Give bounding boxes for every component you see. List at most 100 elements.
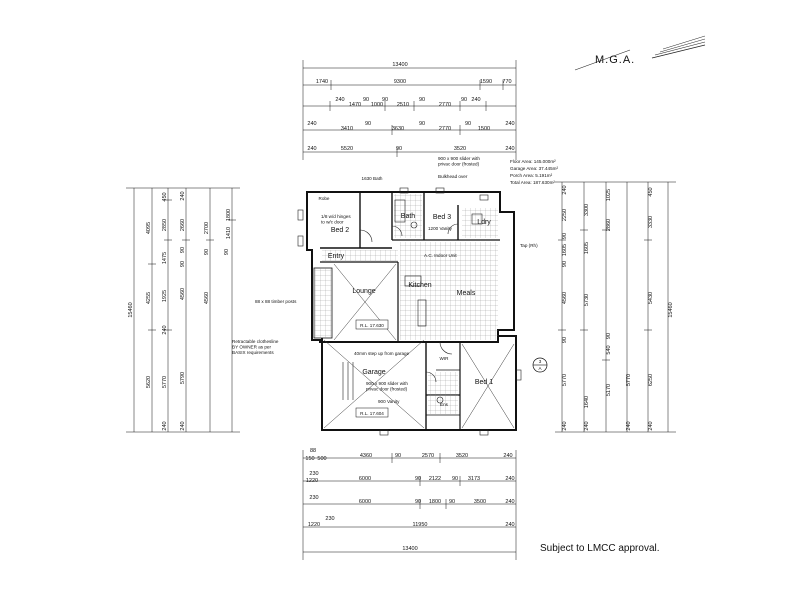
area-summary: Floor Area: 145.000m² Garage Area: 37.44…: [510, 159, 558, 185]
ensuite-toilet-icon: [436, 396, 444, 404]
note-timber-posts: 88 x 88 timber posts: [255, 299, 297, 304]
dim-bot-r4-3: 240: [505, 522, 514, 528]
room-kitchen: Kitchen: [408, 282, 431, 289]
dim-left-c3-6: 240: [180, 421, 186, 430]
dim-top-r3-2: 90: [365, 121, 371, 127]
dim-left-c4-2: 2700: [204, 222, 210, 234]
room-bed2: Bed 2: [331, 227, 349, 234]
room-labels: Bed 2 Bath Bed 3 Ldry Entry Lounge Kitch…: [319, 196, 494, 407]
window-marker-icon: [435, 187, 445, 194]
dim-right-c3-1: 2860: [606, 219, 612, 231]
note-vanity-1200: 1200 Vanity: [428, 226, 453, 231]
dim-right-c1-5: 4560: [562, 292, 568, 304]
room-wir: WIR: [440, 356, 450, 361]
note-bath-1630: 1630 Bath: [362, 176, 383, 181]
room-ldry: Ldry: [477, 219, 491, 226]
dim-left-c3-5: 5790: [180, 372, 186, 384]
window-marker-icon: [297, 209, 304, 221]
dim-bot-r1-5: 2570: [422, 453, 434, 459]
entry-tiles: [322, 250, 398, 262]
room-entry: Entry: [328, 253, 345, 260]
dim-bot-r1-6: 3520: [456, 453, 468, 459]
dim-bot-r2-3: 90: [415, 476, 421, 482]
note-rl-garage: R.L. 17.604: [360, 411, 384, 416]
dim-top-r2-2: 90: [363, 97, 369, 103]
window-marker-icon: [479, 194, 489, 201]
dim-top-r1-0: 1740: [316, 79, 328, 85]
dim-left-c4-4: 90: [224, 249, 230, 255]
dim-right-c3-5: 5770: [626, 374, 632, 386]
dim-top-r1-1: 9300: [394, 79, 406, 85]
top-dimensions: [302, 60, 517, 160]
dim-left-c1-0: 4095: [146, 222, 152, 234]
dim-right-c2-3: 1640: [584, 396, 590, 408]
dim-bot-r2-5: 90: [452, 476, 458, 482]
room-robe: Robe: [319, 196, 330, 201]
door-swing-icon: [439, 341, 453, 355]
dim-top-r1-2: 1590: [480, 79, 492, 85]
dim-bot-r3-5: 3500: [474, 499, 486, 505]
dim-left-c2-1: 2850: [162, 219, 168, 231]
dim-left-c4-0: 1800: [226, 209, 232, 221]
dim-right-c1-3: 1605: [562, 244, 568, 256]
dim-bot-r2-1: 1220: [306, 478, 318, 484]
dim-bot-r1-0: 88: [310, 448, 316, 454]
door-swing-icon: [359, 229, 373, 243]
dim-left-c2-2: 1475: [162, 252, 168, 264]
dim-left-c4-1: 1410: [226, 227, 232, 239]
note-rl-lounge: R.L. 17.630: [360, 323, 384, 328]
dim-right-c1-2: 90: [562, 233, 568, 239]
dim-top-r2-7: 2770: [439, 102, 451, 108]
note-step-down: 40mm step up from garage: [354, 351, 410, 356]
room-bed3: Bed 3: [433, 214, 451, 221]
north-indicator: M.G.A.: [574, 35, 706, 71]
dim-overall-bottom: 13400: [402, 546, 417, 552]
dim-left-c2-4: 240: [162, 325, 168, 334]
room-bath: Bath: [401, 213, 416, 220]
kitchen-meals-tiles: [400, 242, 498, 340]
fixtures: [297, 187, 522, 436]
bottom-dimensions: [302, 450, 517, 560]
dim-top-r2-0: 240: [335, 97, 344, 103]
right-dimensions: [555, 181, 676, 433]
dim-right-overall: 15460: [668, 302, 674, 317]
dim-top-r2-6: 90: [419, 97, 425, 103]
dim-right-c4-0: 450: [648, 187, 654, 196]
north-label: M.G.A.: [595, 54, 635, 66]
dim-right-c2-2: 5730: [584, 294, 590, 306]
dim-top-r3-0: 240: [307, 121, 316, 127]
dim-overall-top: 13400: [392, 62, 407, 68]
dim-right-c1-1: 2250: [562, 209, 568, 221]
porch-tiles: [314, 268, 332, 338]
section-number: 3: [539, 359, 542, 364]
dim-left-c2-6: 240: [162, 421, 168, 430]
dim-right-c4-2: 5430: [648, 292, 654, 304]
note-tap: Tap (Rh): [520, 243, 538, 248]
door-swing-icon: [447, 223, 459, 235]
dim-top-r4-1: 5520: [341, 146, 353, 152]
dim-top-r3-3: 3630: [392, 126, 404, 132]
area-total: Total Area: 187.630m²: [510, 180, 555, 185]
window-marker-icon: [379, 429, 389, 436]
dim-top-r3-5: 2770: [439, 126, 451, 132]
approval-note: Subject to LMCC approval.: [540, 543, 660, 554]
sink-icon: [417, 299, 427, 327]
dim-bot-r1-3: 4360: [360, 453, 372, 459]
dim-right-c3-4: 5170: [606, 384, 612, 396]
dim-bot-r3-0: 230: [309, 495, 318, 501]
dim-top-r4-0: 240: [307, 146, 316, 152]
dim-top-r2-4: 90: [382, 97, 388, 103]
dim-bot-r1-2: 500: [317, 456, 326, 462]
bathtub-icon: [394, 199, 406, 223]
laundry-tiles: [462, 208, 498, 238]
cooktop-icon: [404, 275, 422, 287]
dim-bot-r4-2: 11950: [413, 522, 428, 528]
dim-top-r3-4: 90: [419, 121, 425, 127]
note-ac-unit: A.C. Indoor Unit: [424, 253, 457, 258]
dim-left-overall: 15460: [128, 302, 134, 317]
area-floor: Floor Area: 145.000m²: [510, 159, 556, 164]
dim-right-c3-0: 1025: [606, 189, 612, 201]
